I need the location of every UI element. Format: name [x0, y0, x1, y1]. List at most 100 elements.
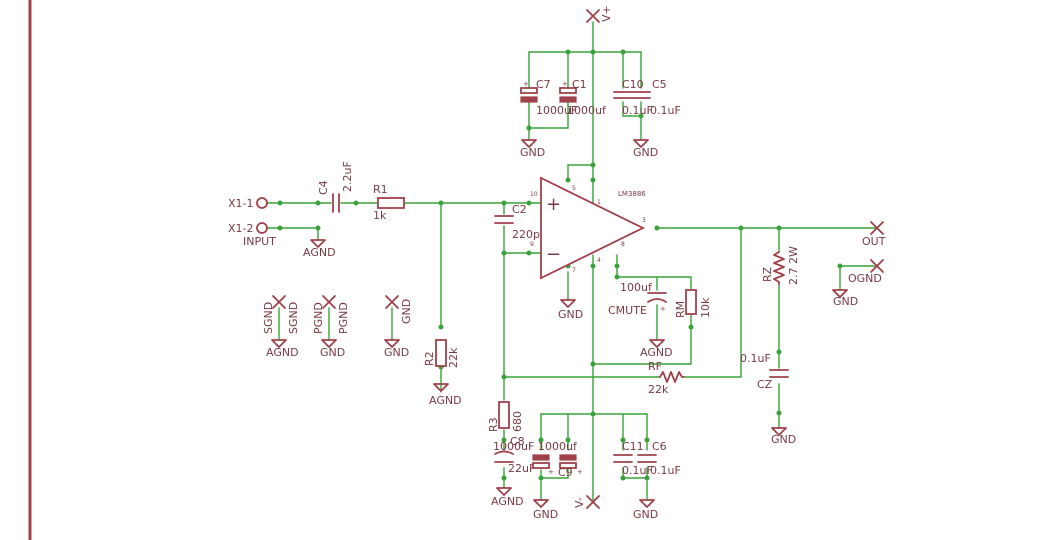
capacitor-cz: 0.1uF CZ [740, 352, 789, 391]
agnd-label-sgnd: AGND [266, 346, 299, 359]
r1-value: 1k [373, 209, 387, 222]
capacitor-c5: C5 0.1uF [631, 78, 681, 117]
r2-value: 22k [447, 347, 460, 368]
gnd-label-c8: GND [533, 508, 558, 521]
capacitor-c7: + C7 1000uF [520, 78, 577, 117]
resistor-rm: RM 10k [674, 289, 712, 318]
pgnd-label-left: PGND [312, 302, 325, 334]
resistor-r2: R2 22k [423, 339, 460, 368]
out-label: OUT [862, 235, 886, 248]
cmute-label: CMUTE [608, 304, 647, 317]
opamp-plus-input: + [546, 194, 561, 215]
x1-2-label: X1-2 [228, 222, 254, 235]
capacitor-c1: + C1 1000uf [559, 78, 607, 117]
rm-value: 10k [699, 297, 712, 318]
c2-label: C2 [512, 203, 527, 216]
gnd-label-c6: GND [633, 508, 658, 521]
agnd-label-input: AGND [303, 246, 336, 259]
cmute-value: 100uf [620, 281, 653, 294]
r2-label: R2 [423, 351, 436, 366]
c7-label: C7 [536, 78, 551, 91]
gnd-symbol-c6: GND [633, 499, 658, 521]
rf-value: 22k [648, 383, 669, 396]
agnd-symbol-cmute: AGND [640, 339, 673, 359]
vplus-label: V+ [600, 5, 613, 22]
c9-value: 1000uf [538, 440, 578, 453]
rz-value: 2.7 2W [787, 246, 800, 285]
c1-label: C1 [572, 78, 587, 91]
resistor-rz: RZ 2.7 2W [761, 246, 800, 285]
junction-dots [277, 49, 843, 481]
gnd-symbol-opamp: GND [558, 299, 583, 321]
c1-plus-mark: + [562, 80, 568, 88]
agnd-symbol-r2: AGND [429, 383, 462, 407]
c1-value: 1000uf [567, 104, 607, 117]
opamp-name: LM3886 [618, 190, 646, 198]
gnd-label-pgnd: GND [320, 346, 345, 359]
gnd-label-cz: GND [771, 433, 796, 446]
pin-8: 8 [621, 241, 625, 248]
agnd-label-r2: AGND [429, 394, 462, 407]
vplus-supply-pin: V+ [586, 5, 613, 23]
c9-label: C9 [558, 466, 573, 479]
capacitor-c9: + 1000uf C9 [538, 440, 583, 479]
vminus-supply-pin: V- [573, 495, 600, 509]
gnd-label-c7: GND [520, 146, 545, 159]
c11-label: C11 [622, 440, 644, 453]
gnd-label-tie: GND [384, 346, 409, 359]
c9-plus-mark: + [577, 468, 583, 476]
agnd-label-cmute: AGND [640, 346, 673, 359]
ognd-label: OGND [848, 272, 882, 285]
capacitor-c4: C4 2.2uF [317, 161, 354, 213]
capacitor-c10: C10 0.1uF [613, 78, 653, 117]
cz-label: CZ [757, 378, 773, 391]
c8-value: 1000uF [493, 440, 534, 453]
rm-label: RM [674, 301, 687, 318]
capacitor-c3: 22uF [494, 450, 535, 475]
cz-value: 0.1uF [740, 352, 771, 365]
sgnd-label-right: SGND [287, 302, 300, 334]
rz-label: RZ [761, 266, 774, 282]
gnd-symbol-ognd: GND [832, 289, 858, 308]
resistor-r1: R1 1k [373, 183, 405, 222]
pin-1: 1 [597, 199, 601, 206]
c4-label: C4 [317, 180, 330, 195]
ognd-pin: OGND [848, 259, 884, 285]
c7-value: 1000uF [536, 104, 577, 117]
capacitor-c6: C6 0.1uF [637, 440, 681, 477]
pin-9: 9 [530, 241, 534, 248]
gnd-symbol-cz: GND [771, 427, 796, 446]
gnd-symbol-c8: GND [533, 499, 558, 521]
gnd-label-ognd: GND [833, 295, 858, 308]
opamp-minus-input: − [546, 244, 561, 265]
pin-10: 10 [530, 191, 538, 198]
c8-plus-mark: + [548, 468, 554, 476]
out-pin: OUT [862, 221, 886, 248]
c11-value: 0.1uF [622, 464, 653, 477]
input-connector-x1: X1-1 X1-2 INPUT [228, 197, 276, 248]
c10-label: C10 [622, 78, 644, 91]
c10-value: 0.1uF [622, 104, 653, 117]
gnd-label-tie-vertical: GND [400, 299, 413, 324]
c5-label: C5 [652, 78, 667, 91]
gnd-symbol-c5: GND [633, 139, 658, 159]
c7-plus-mark: + [523, 80, 529, 88]
sgnd-label-left: SGND [262, 302, 275, 334]
capacitor-cmute: + 100uf CMUTE [608, 281, 667, 317]
r3-label: R3 [487, 417, 500, 432]
pin-3: 3 [642, 217, 646, 224]
resistor-r3: R3 680 [487, 401, 524, 432]
pin-5: 5 [572, 185, 576, 192]
c5-value: 0.1uF [650, 104, 681, 117]
rf-label: RF [648, 360, 662, 373]
r3-value: 680 [511, 411, 524, 432]
cmute-plus-mark: + [660, 305, 666, 313]
x1-1-label: X1-1 [228, 197, 254, 210]
pin-7: 7 [572, 267, 576, 274]
opamp-lm3886: LM3886 + − 10 9 5 1 3 7 4 8 [530, 176, 646, 280]
c4-value: 2.2uF [341, 161, 354, 192]
c6-value: 0.1uF [650, 464, 681, 477]
input-label: INPUT [243, 235, 276, 248]
pgnd-tie: PGND PGND GND [312, 295, 350, 359]
